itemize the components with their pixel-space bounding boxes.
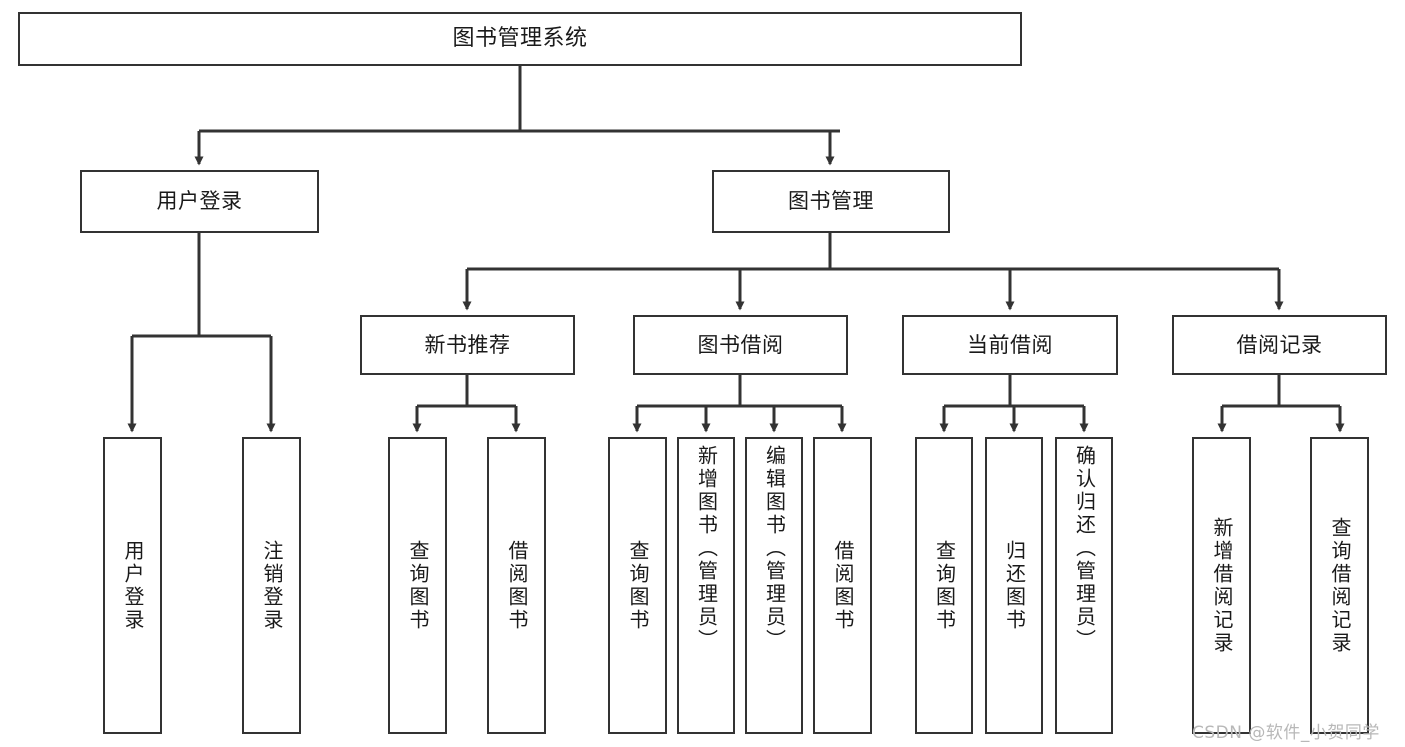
- leaf-query-book-current[interactable]: 查询图书: [915, 437, 973, 734]
- node-root-book-management-system[interactable]: 图书管理系统: [18, 12, 1022, 66]
- leaf-borrow-book-recommend[interactable]: 借阅图书: [487, 437, 546, 734]
- node-book-borrow[interactable]: 图书借阅: [633, 315, 848, 375]
- leaf-edit-book-admin[interactable]: 编辑图书（管理员）: [745, 437, 803, 734]
- leaf-confirm-return-admin[interactable]: 确认归还（管理员）: [1055, 437, 1113, 734]
- node-label: 新增图书（管理员）: [694, 445, 719, 652]
- node-label: 编辑图书（管理员）: [762, 445, 787, 652]
- node-label: 查询图书: [932, 539, 957, 632]
- leaf-add-book-admin[interactable]: 新增图书（管理员）: [677, 437, 735, 734]
- node-label: 查询图书: [626, 539, 650, 632]
- leaf-borrow-book[interactable]: 借阅图书: [813, 437, 872, 734]
- node-new-book-recommend[interactable]: 新书推荐: [360, 315, 575, 375]
- node-current-borrow[interactable]: 当前借阅: [902, 315, 1118, 375]
- leaf-return-book[interactable]: 归还图书: [985, 437, 1043, 734]
- node-label: 查询图书: [406, 539, 430, 632]
- node-label: 新增借阅记录: [1210, 516, 1234, 655]
- node-label: 借阅记录: [1236, 332, 1323, 357]
- leaf-logout-login[interactable]: 注销登录: [242, 437, 301, 734]
- node-label: 借阅图书: [831, 539, 855, 632]
- node-label: 新书推荐: [424, 332, 511, 357]
- leaf-query-book-recommend[interactable]: 查询图书: [388, 437, 447, 734]
- node-label: 图书借阅: [697, 332, 784, 357]
- leaf-query-book-borrow[interactable]: 查询图书: [608, 437, 667, 734]
- node-label: 用户登录: [121, 539, 145, 632]
- node-label: 借阅图书: [505, 539, 529, 632]
- node-label: 确认归还（管理员）: [1072, 445, 1097, 652]
- node-book-management[interactable]: 图书管理: [712, 170, 950, 233]
- node-user-login[interactable]: 用户登录: [80, 170, 319, 233]
- leaf-user-login[interactable]: 用户登录: [103, 437, 162, 734]
- node-label: 图书管理: [788, 189, 874, 214]
- node-label: 注销登录: [260, 539, 284, 632]
- leaf-query-borrow-record[interactable]: 查询借阅记录: [1310, 437, 1369, 734]
- node-label: 图书管理系统: [452, 26, 588, 52]
- node-label: 当前借阅: [967, 332, 1053, 357]
- node-borrow-record[interactable]: 借阅记录: [1172, 315, 1387, 375]
- node-label: 查询借阅记录: [1328, 516, 1352, 655]
- leaf-add-borrow-record[interactable]: 新增借阅记录: [1192, 437, 1251, 734]
- node-label: 用户登录: [156, 189, 243, 214]
- node-label: 归还图书: [1002, 539, 1027, 632]
